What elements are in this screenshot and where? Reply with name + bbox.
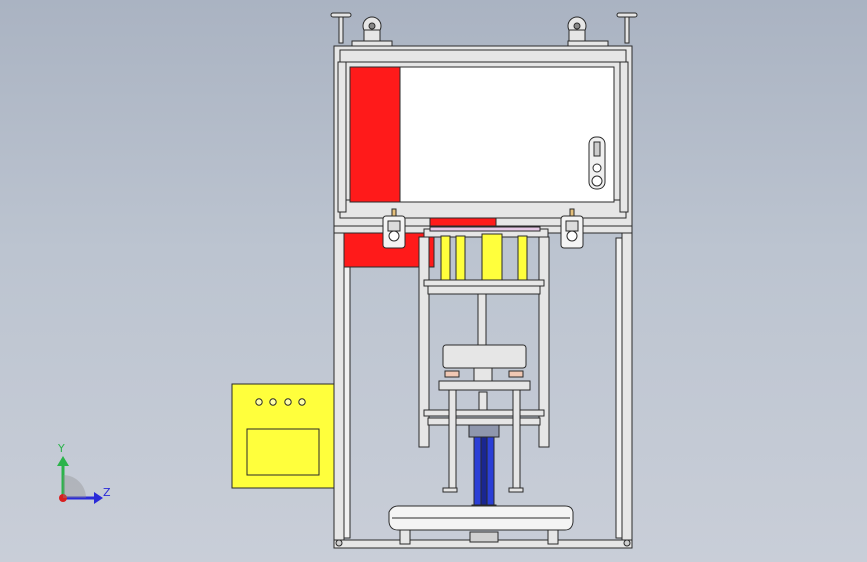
press-head xyxy=(438,344,531,411)
clamp-bracket-left xyxy=(382,208,406,249)
base-plate xyxy=(388,505,574,545)
leveling-foot-right xyxy=(616,12,638,44)
control-box xyxy=(231,383,335,489)
caster-wheel-left xyxy=(351,16,393,48)
caster-wheel-right xyxy=(567,16,609,48)
y-axis-label: Y xyxy=(58,442,65,455)
upper-cabinet xyxy=(333,45,633,229)
guide-rods xyxy=(442,389,524,493)
pneumatic-cylinder xyxy=(468,424,500,514)
press-frame xyxy=(418,236,550,448)
orientation-triad xyxy=(57,456,103,504)
z-axis-label: Z xyxy=(103,486,111,499)
clamp-bracket-right xyxy=(560,208,584,249)
red-strip xyxy=(429,217,497,227)
mounting-plate-top xyxy=(429,226,541,232)
door-handle xyxy=(588,136,606,190)
leveling-foot-left xyxy=(330,12,352,44)
yellow-guide-blocks xyxy=(440,233,528,282)
